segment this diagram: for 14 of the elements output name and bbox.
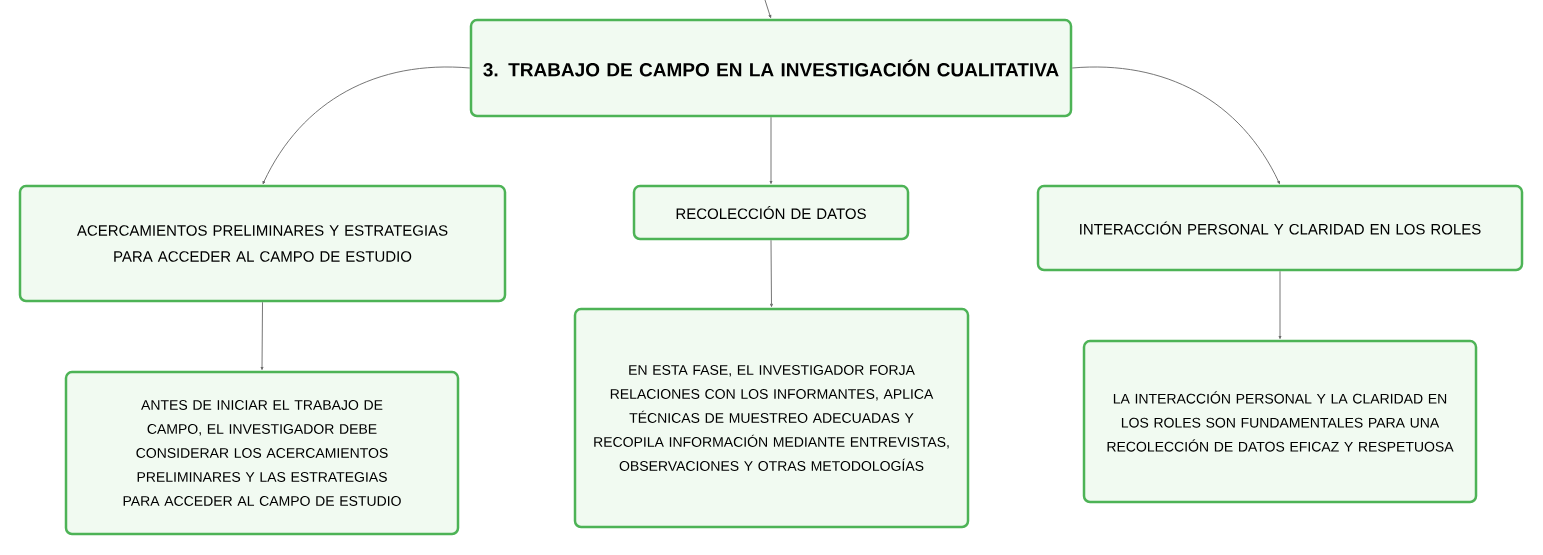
topic-box: ACERCAMIENTOS PRELIMINARES Y ESTRATEGIAS PARA ACCEDER AL CAMPO DE ESTUDIO [18,184,507,303]
topic-box: LA INTERACCIÓN PERSONAL Y LA CLARIDAD EN LOS ROLES SON FUNDAMENTALES PARA UNA RECOLECCIÓN DE DATOS EFICAZ Y RESPETUOSA [1082,339,1478,504]
topic-box: RECOLECCIÓN DE DATOS [632,184,910,241]
arrow [262,66,471,185]
topic-box: INTERACCIÓN PERSONAL Y CLARIDAD EN LOS ROLES [1036,184,1524,272]
topic-box: EN ESTA FASE, EL INVESTIGADOR FORJA RELACIONES CON LOS INFORMANTES, APLICA TÉCNICAS DE MUESTREO ADECUADAS Y RECOPILA INFORMACIÓN MEDIANTE ENTREVISTAS, OBSERVACIONES Y OTRAS METODOLOGÍAS [573,307,970,529]
arrow [1071,66,1280,185]
arrow [260,301,264,371]
arrow [764,0,772,19]
arrow [770,239,773,308]
arrow [769,116,773,185]
topic-box: ANTES DE INICIAR EL TRABAJO DE CAMPO, EL INVESTIGADOR DEBE CONSIDERAR LOS ACERCAMIENTOS PRELIMINARES Y LAS ESTRATEGIAS PARA ACCEDER AL CAMPO DE ESTUDIO [64,370,460,536]
topic-box: 3. TRABAJO DE CAMPO EN LA INVESTIGACIÓN CUALITATIVA [469,18,1073,118]
arrow [1278,270,1282,340]
